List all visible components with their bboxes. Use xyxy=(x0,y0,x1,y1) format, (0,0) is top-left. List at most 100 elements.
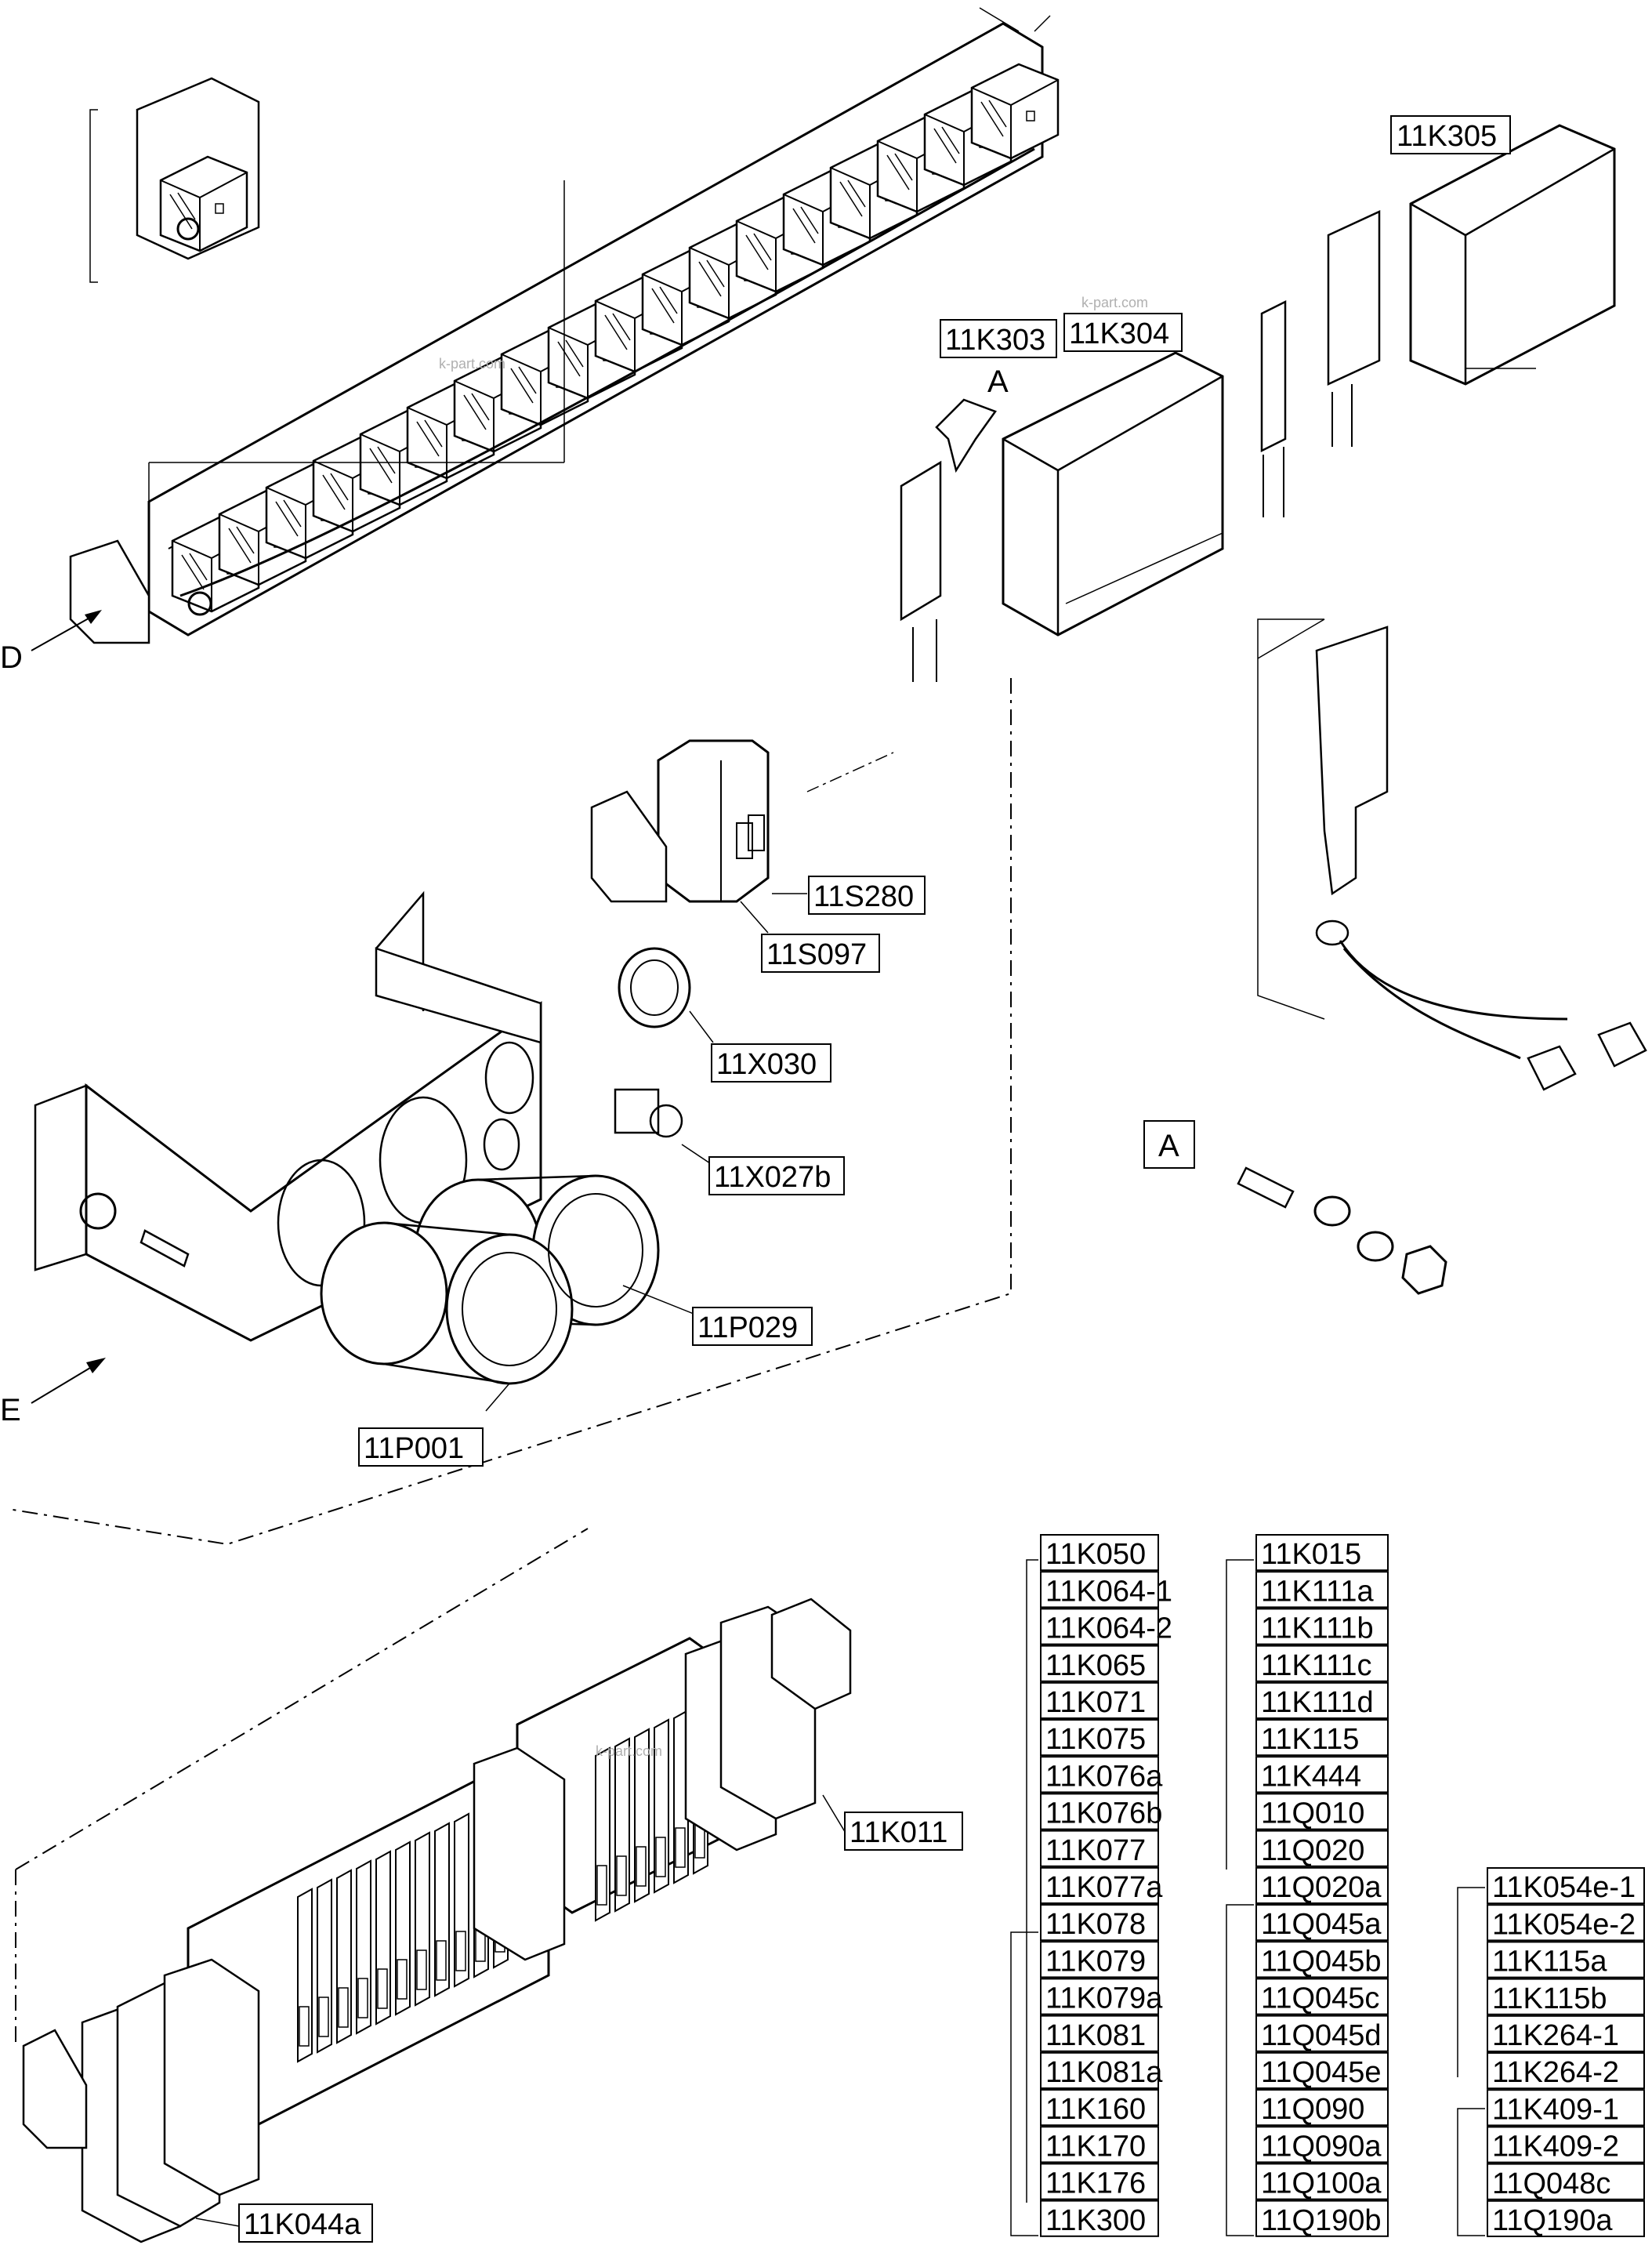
part-number-item: 11K015 xyxy=(1255,1534,1389,1572)
part-number-item: 11Q010 xyxy=(1255,1793,1389,1830)
part-number-item: 11K409-1 xyxy=(1487,2089,1645,2127)
svg-text:11K011: 11K011 xyxy=(850,1816,947,1849)
part-number-label: 11K081 xyxy=(1045,2019,1146,2052)
part-number-label: 11Q090 xyxy=(1261,2093,1364,2126)
part-number-label: 11Q020 xyxy=(1261,1834,1364,1867)
part-number-label: 11Q090a xyxy=(1261,2130,1382,2163)
part-number-label: 11K300 xyxy=(1045,2204,1146,2237)
part-number-item: 11K300 xyxy=(1040,2200,1159,2237)
part-number-item: 11K176 xyxy=(1040,2163,1159,2200)
part-number-item: 11K071 xyxy=(1040,1681,1159,1720)
part-number-item: 11K050 xyxy=(1040,1534,1159,1572)
part-number-item: 11Q020a xyxy=(1255,1866,1389,1905)
watermark: k-part.com xyxy=(439,356,505,372)
part-number-label: 11K264-2 xyxy=(1492,2056,1619,2089)
svg-text:11K044a: 11K044a xyxy=(244,2208,361,2241)
part-number-label: 11K115 xyxy=(1261,1723,1359,1756)
svg-text:11P001: 11P001 xyxy=(364,1432,464,1465)
part-number-item: 11K111b xyxy=(1255,1608,1389,1645)
part-number-label: 11K075 xyxy=(1045,1723,1146,1756)
part-number-item: 11K076b xyxy=(1040,1793,1162,1830)
part-number-item: 11K075 xyxy=(1040,1719,1159,1757)
part-number-label: 11Q100a xyxy=(1261,2167,1382,2200)
label-11p001: 11P001 xyxy=(358,1427,484,1467)
part-number-item: 11K054e-1 xyxy=(1487,1867,1645,1905)
part-number-label: 11K078 xyxy=(1045,1908,1146,1941)
part-number-item: 11Q048c xyxy=(1487,2163,1645,2200)
part-number-label: 11K264-1 xyxy=(1492,2019,1619,2052)
part-number-item: 11K079a xyxy=(1040,1978,1163,2015)
view-d-marker: D xyxy=(0,640,23,675)
svg-text:11P029: 11P029 xyxy=(697,1311,798,1344)
svg-text:11K303: 11K303 xyxy=(945,324,1045,357)
part-number-item: 11Q100a xyxy=(1255,2163,1389,2200)
part-number-item: 11Q045e xyxy=(1255,2051,1389,2090)
part-number-item: 11K115 xyxy=(1255,1719,1389,1757)
part-number-label: 11K054e-2 xyxy=(1492,1908,1636,1941)
contactor-assembly: A k-part.com xyxy=(900,124,1616,682)
part-number-item: 11Q020 xyxy=(1255,1830,1389,1867)
part-number-label: 11K065 xyxy=(1045,1649,1146,1682)
part-number-label: 11K079 xyxy=(1045,1945,1146,1978)
part-number-label: 11Q045c xyxy=(1261,1982,1379,2015)
part-number-item: 11K160 xyxy=(1040,2089,1159,2127)
watermark: k-part.com xyxy=(1081,295,1148,310)
part-number-item: 11K444 xyxy=(1255,1756,1389,1793)
part-number-item: 11Q045b xyxy=(1255,1941,1389,1978)
part-number-label: 11K076a xyxy=(1045,1760,1163,1793)
part-number-label: 11K015 xyxy=(1261,1538,1361,1571)
svg-text:11K304: 11K304 xyxy=(1069,317,1169,350)
part-number-item: 11K170 xyxy=(1040,2126,1159,2163)
part-number-item: 11K111a xyxy=(1255,1571,1389,1608)
part-number-label: 11K111c xyxy=(1261,1649,1372,1682)
part-number-label: 11K081a xyxy=(1045,2056,1163,2089)
part-number-label: 11K111d xyxy=(1261,1686,1374,1719)
part-number-item: 11K064-1 xyxy=(1040,1571,1172,1608)
part-number-item: 11K115a xyxy=(1487,1941,1645,1978)
label-11k044a: 11K044a xyxy=(238,2203,373,2243)
part-number-label: 11Q045a xyxy=(1261,1908,1382,1941)
label-11k303: 11K303 xyxy=(940,319,1057,358)
part-number-item: 11Q190b xyxy=(1255,2200,1389,2237)
part-number-item: 11K111c xyxy=(1255,1645,1389,1682)
part-number-item: 11K077a xyxy=(1040,1866,1163,1905)
part-number-label: 11K077a xyxy=(1045,1871,1163,1904)
cable-detail xyxy=(1257,618,1647,1091)
part-number-item: 11K064-2 xyxy=(1040,1608,1172,1645)
part-number-item: 11Q090a xyxy=(1255,2126,1389,2163)
part-number-label: 11Q020a xyxy=(1261,1871,1382,1904)
part-number-item: 11Q045d xyxy=(1255,2015,1389,2052)
part-number-item: 11K079 xyxy=(1040,1941,1159,1978)
part-number-label: 11K071 xyxy=(1045,1686,1146,1719)
label-11k011: 11K011 xyxy=(844,1812,963,1851)
view-a-arrow-marker: A xyxy=(987,364,1009,399)
part-number-label: 11K111a xyxy=(1261,1575,1375,1608)
part-number-item: 11Q090 xyxy=(1255,2089,1389,2127)
part-number-label: 11Q010 xyxy=(1261,1797,1364,1830)
svg-text:11X027b: 11X027b xyxy=(714,1161,831,1194)
part-number-item: 11K264-2 xyxy=(1487,2052,1645,2090)
part-number-label: 11K115a xyxy=(1492,1946,1607,1978)
part-number-label: 11K054e-1 xyxy=(1492,1871,1636,1904)
svg-text:11K305: 11K305 xyxy=(1397,120,1497,153)
label-11k305: 11K305 xyxy=(1390,115,1511,154)
label-11s280: 11S280 xyxy=(808,876,926,915)
label-11p029: 11P029 xyxy=(692,1307,813,1346)
part-number-label: 11Q190b xyxy=(1261,2204,1382,2237)
relay-rail-assembly: D k-part.com xyxy=(0,7,1060,675)
part-number-label: 11Q045d xyxy=(1261,2019,1382,2052)
part-number-item: 11K076a xyxy=(1040,1756,1163,1793)
part-number-label: 11K079a xyxy=(1045,1982,1163,2015)
svg-text:11S280: 11S280 xyxy=(813,880,914,913)
view-a-detail-marker: A xyxy=(1158,1129,1179,1163)
svg-text:11S097: 11S097 xyxy=(766,938,867,971)
part-number-item: 11K264-1 xyxy=(1487,2015,1645,2053)
gauge-panel-assembly: E xyxy=(0,678,1012,1546)
part-number-item: 11K115b xyxy=(1487,1978,1645,2015)
part-number-label: 11K176 xyxy=(1045,2167,1146,2200)
label-11x030: 11X030 xyxy=(711,1043,831,1083)
part-number-label: 11K444 xyxy=(1261,1760,1361,1793)
